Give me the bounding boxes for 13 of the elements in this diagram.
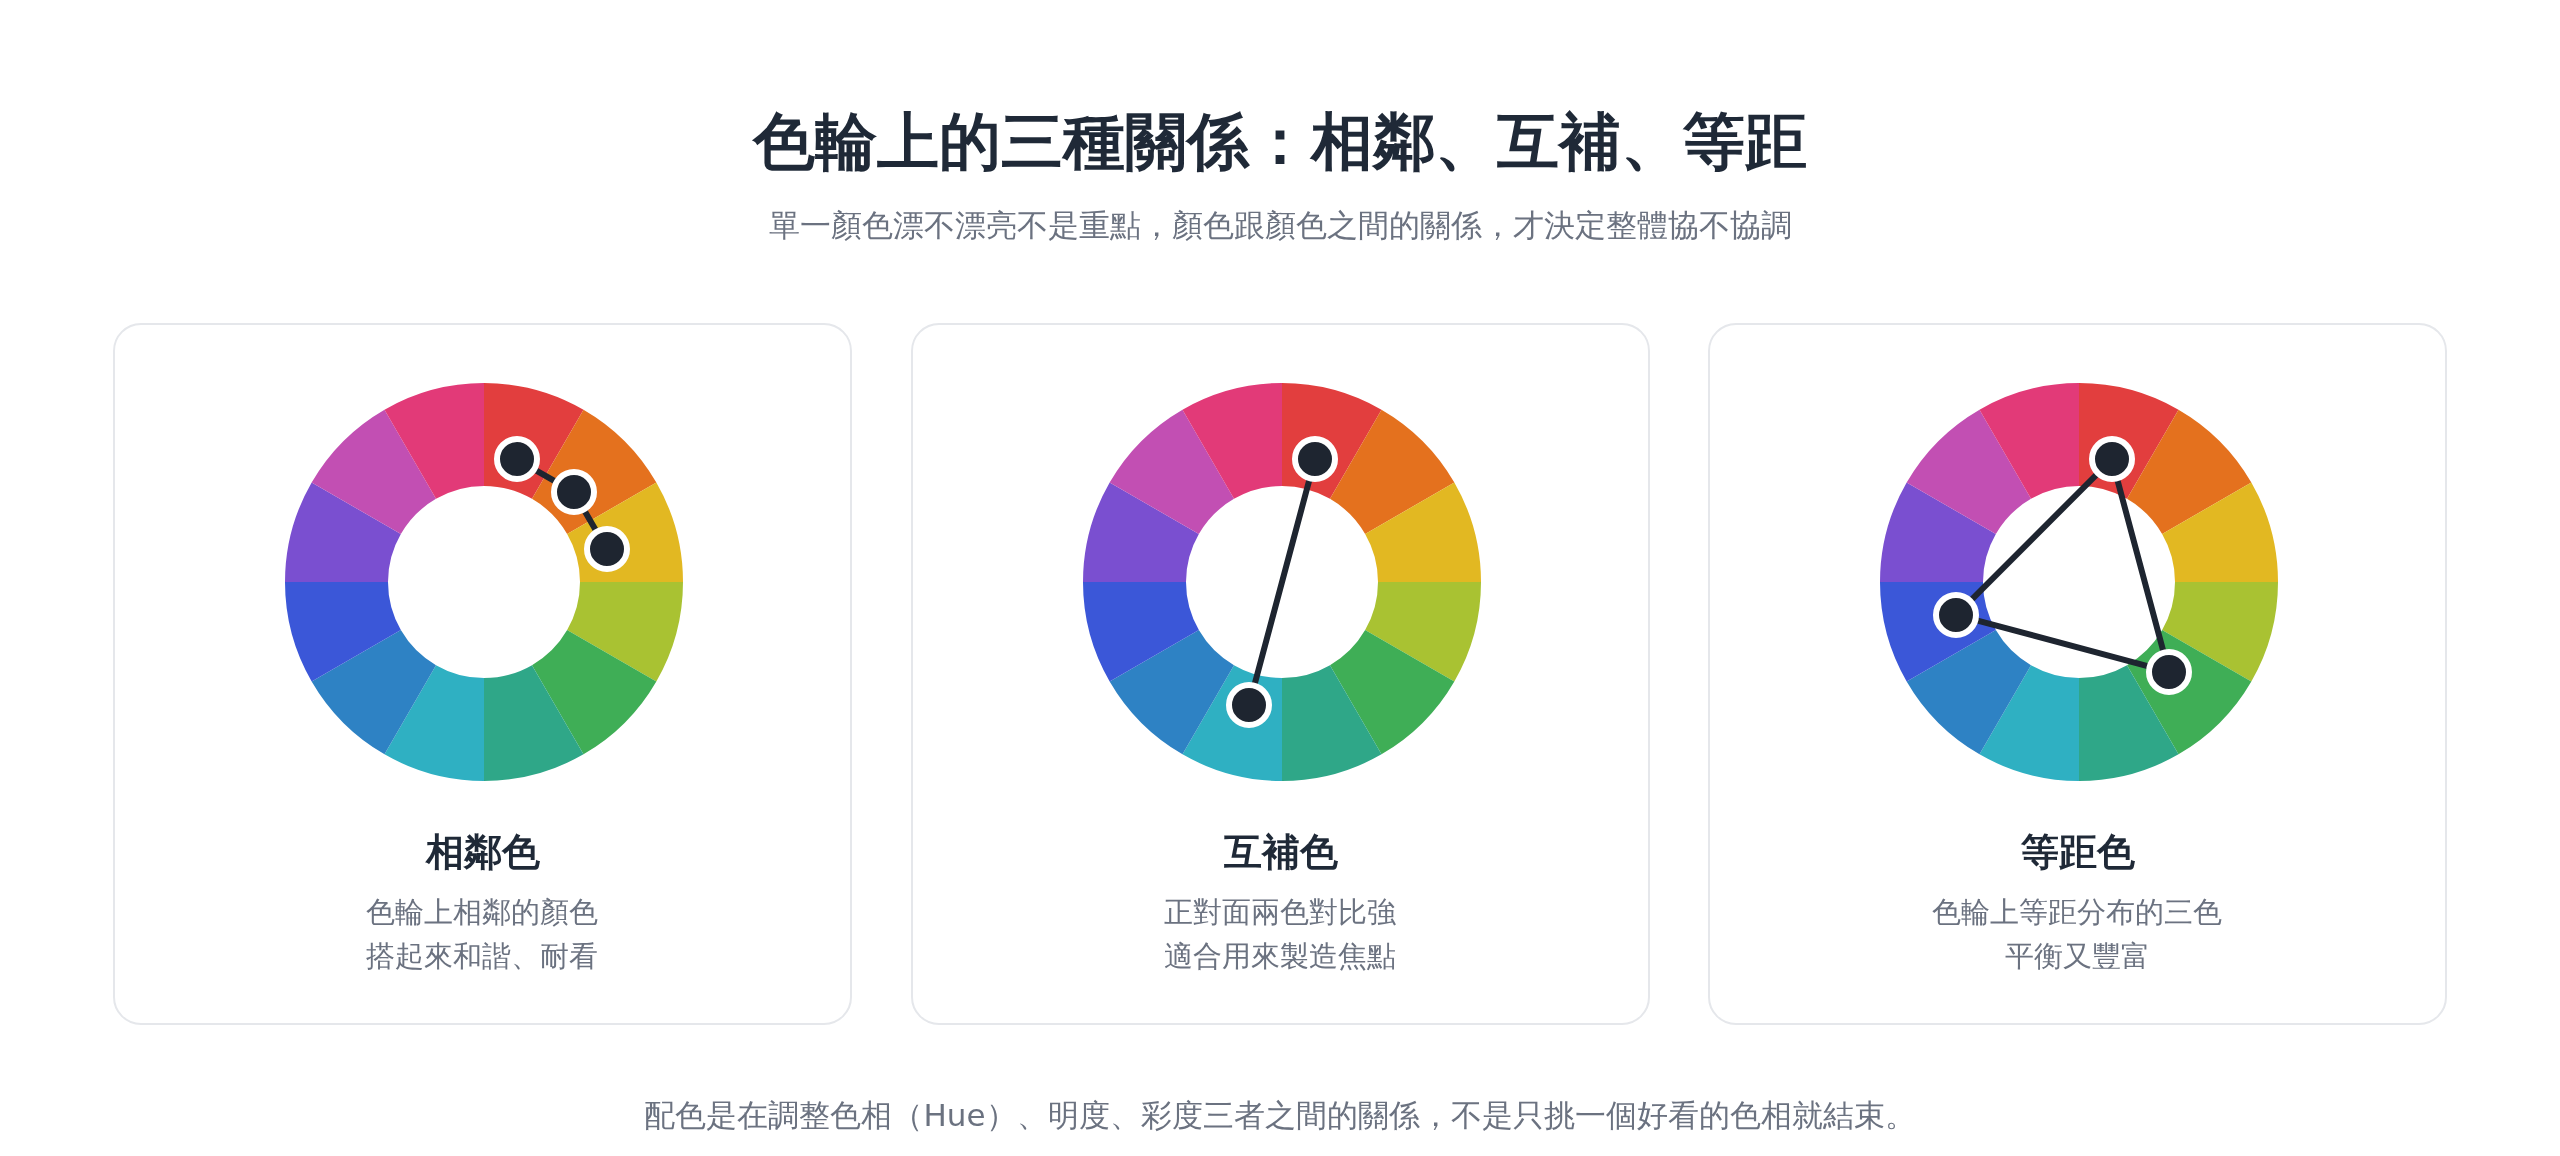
heading: 相鄰色 [424,829,541,876]
heading: 互補色 [1222,829,1339,876]
card [1708,323,2447,1025]
subtitle: 單一顏色漂不漂亮不是重點，顏色跟顏色之間的關係，才決定整體協不協調 [767,206,1793,245]
description: 正對面兩色對比強適合用來製造焦點 [1163,894,1398,975]
footnote: 配色是在調整色相（Hue）、明度、彩度三者之間的關係，不是只挑一個好看的色相就結束。 [643,1096,1917,1135]
description: 色輪上相鄰的顏色搭起來和諧、耐看 [365,894,600,975]
card [113,323,852,1025]
heading: 等距色 [2019,829,2136,876]
title: 色輪上的三種關係：相鄰、互補、等距 [751,104,1808,180]
connector-line [1968,471,2100,603]
description: 色輪上等距分布的三色平衡又豐富 [1931,894,2224,975]
card [911,323,1650,1025]
